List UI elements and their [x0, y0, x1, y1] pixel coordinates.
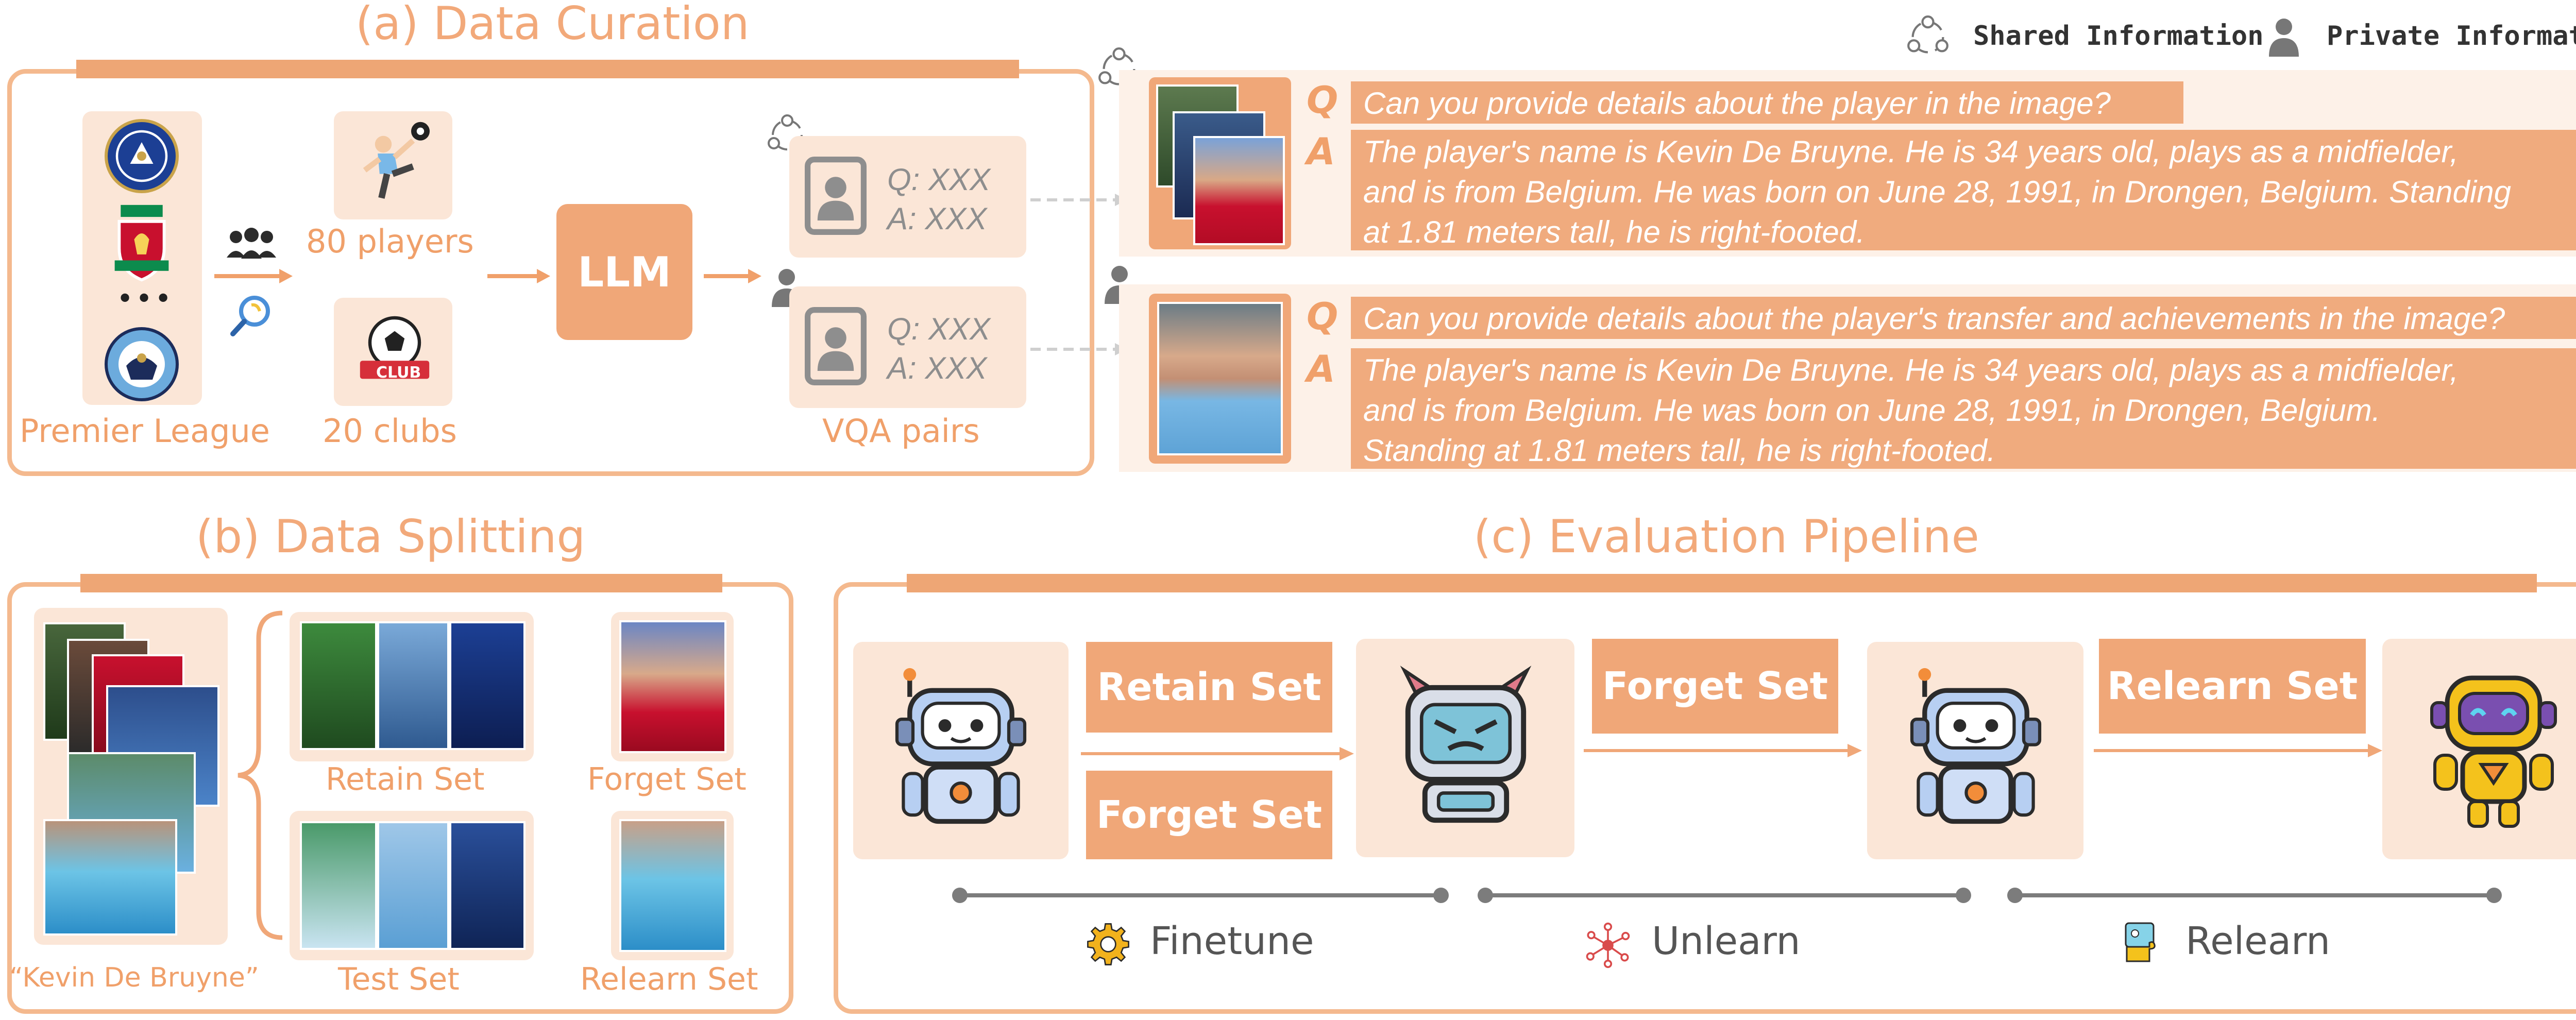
finetune-timeline — [959, 893, 1442, 897]
timeline-dot — [1433, 888, 1449, 903]
qa-shared-answer-line: The player's name is Kevin De Bruyne. He… — [1363, 134, 2459, 169]
retain-photo — [300, 621, 377, 750]
qa-shared-answer-line: at 1.81 meters tall, he is right-footed. — [1363, 215, 1865, 249]
test-photo — [300, 821, 377, 950]
qa-private-q-letter: Q — [1307, 295, 1338, 338]
forget-set-button-unlearn: Forget Set — [1592, 639, 1838, 734]
relearn-timeline — [2014, 893, 2494, 897]
club-badge-text: CLUB — [376, 364, 421, 382]
finetuned-robot-icon — [1400, 666, 1532, 823]
vqa-pair-private — [789, 286, 1026, 408]
dashed-arrow-private — [1030, 343, 1127, 355]
relearn-photo — [619, 819, 726, 952]
curation-arrow-3 — [704, 269, 761, 283]
stack-photo — [43, 819, 177, 936]
qa-private-answer-line: Standing at 1.81 meters tall, he is righ… — [1363, 433, 1996, 468]
qa-private-question: Can you provide details about the player… — [1351, 297, 2576, 339]
mancity-logo-icon — [105, 327, 179, 401]
legend-private-icon — [2269, 19, 2299, 57]
retain-set-button: Retain Set — [1086, 642, 1332, 733]
qa-private-answer-line: The player's name is Kevin De Bruyne. He… — [1363, 353, 2459, 387]
test-photo — [377, 821, 449, 950]
unlearn-label: Unlearn — [1652, 919, 1801, 963]
premier-league-label: Premier League — [20, 412, 270, 450]
people-group-icon — [227, 228, 276, 259]
unlearn-network-icon — [1586, 922, 1630, 968]
vqa-pair1-answer: A: XXX — [887, 201, 987, 236]
search-icon — [230, 296, 270, 336]
vqa-pair2-answer: A: XXX — [887, 351, 987, 385]
qa-private-answer: The player's name is Kevin De Bruyne. He… — [1351, 348, 2576, 469]
clubs-label: 20 clubs — [323, 412, 457, 450]
curation-title: (a) Data Curation — [355, 0, 750, 50]
qa-shared-answer-line: and is from Belgium. He was born on June… — [1363, 175, 2511, 209]
base-robot-icon — [895, 668, 1027, 824]
retain-set-label: Retain Set — [326, 761, 485, 797]
relearn-puzzle-icon — [2125, 922, 2156, 962]
curation-arrow-2 — [487, 269, 550, 283]
relearn-label: Relearn — [2185, 919, 2331, 963]
legend-private-label: Private Information — [2327, 21, 2576, 52]
qa-shared-question: Can you provide details about the player… — [1351, 81, 2183, 124]
forget-photo — [619, 620, 726, 753]
splitting-title: (b) Data Splitting — [196, 510, 586, 563]
test-photo — [449, 821, 526, 950]
forget-set-label: Forget Set — [587, 761, 747, 797]
id-card-icon — [805, 157, 867, 235]
liverpool-logo-icon — [114, 205, 169, 282]
unlearned-robot-icon — [1910, 668, 2042, 824]
splitting-title-bar — [80, 574, 722, 592]
gear-icon — [1087, 923, 1129, 965]
curly-brace — [238, 610, 283, 940]
qa-private-answer-line: and is from Belgium. He was born on June… — [1363, 393, 2381, 428]
evaluation-title: (c) Evaluation Pipeline — [1473, 510, 1979, 563]
legend-shared-label: Shared Information — [1973, 21, 2264, 52]
vqa-pair2-question: Q: XXX — [887, 312, 991, 346]
vqa-pairs-label: VQA pairs — [822, 412, 980, 450]
curation-arrow-1 — [214, 269, 293, 283]
evaluation-title-bar — [907, 574, 2537, 592]
finetune-label: Finetune — [1150, 919, 1314, 963]
vqa-pair1-question: Q: XXX — [887, 162, 991, 197]
arrow-to-unlearned — [1584, 744, 1862, 757]
legend-shared-icon — [1907, 15, 1948, 54]
players-label: 80 players — [306, 223, 474, 260]
qa-shared-answer: The player's name is Kevin De Bruyne. He… — [1351, 130, 2576, 250]
id-card-icon — [805, 307, 867, 385]
arrow-to-relearned — [2094, 744, 2382, 757]
player-photo-front — [1193, 136, 1285, 245]
qa-private-a-letter: A — [1307, 347, 1335, 390]
timeline-dot — [1956, 888, 1971, 903]
vqa-pair-shared — [789, 136, 1026, 258]
relearned-robot-icon — [2430, 675, 2557, 828]
dashed-arrow-shared — [1030, 194, 1127, 206]
test-set-label: Test Set — [338, 961, 460, 997]
chelsea-logo-icon — [105, 119, 179, 193]
league-ellipsis: ••• — [116, 282, 174, 316]
qa-shared-a-letter: A — [1307, 130, 1335, 173]
retain-photo — [377, 621, 449, 750]
arrow-to-finetuned — [1081, 747, 1354, 760]
player-photo-city — [1157, 302, 1283, 455]
timeline-dot — [1478, 888, 1493, 903]
llm-box: LLM — [556, 204, 692, 340]
timeline-dot — [952, 888, 968, 903]
player-kicking-icon — [363, 122, 430, 199]
curation-title-bar — [76, 60, 1019, 78]
relearn-set-button: Relearn Set — [2099, 639, 2366, 734]
club-ball-icon — [360, 316, 430, 379]
timeline-dot — [2007, 888, 2023, 903]
relearn-set-label: Relearn Set — [580, 961, 758, 997]
timeline-dot — [2486, 888, 2502, 903]
qa-shared-q-letter: Q — [1307, 78, 1338, 122]
subject-label: “Kevin De Bruyne” — [9, 962, 259, 993]
unlearn-timeline — [1485, 893, 1964, 897]
retain-photo — [449, 621, 526, 750]
forget-set-button-finetune: Forget Set — [1086, 771, 1332, 859]
